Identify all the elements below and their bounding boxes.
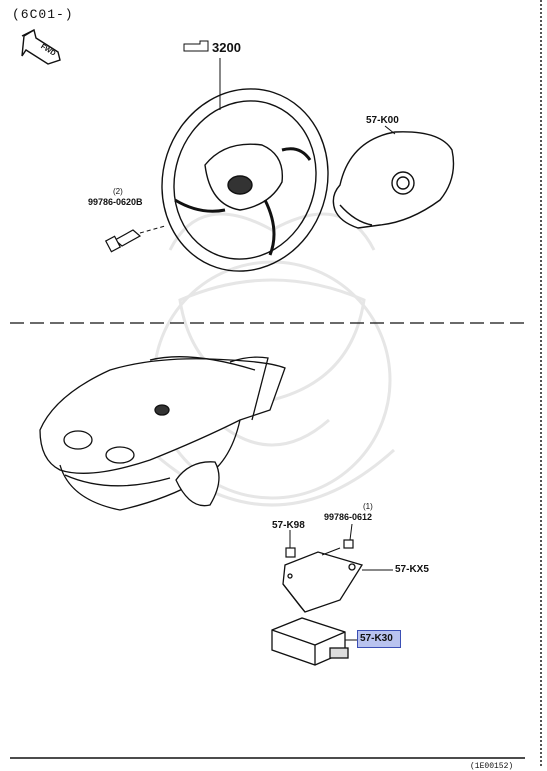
nut-drawing [285,547,296,558]
part-label-bolt-small[interactable]: 99786-0612 [324,512,373,522]
part-label-steering-wheel[interactable]: 3200 [212,40,241,55]
airbag-module-drawing [332,131,455,229]
bolt-small-drawing [321,539,354,556]
part-label-nut[interactable]: 57-K98 [272,520,305,531]
leader-line-k00 [384,125,396,135]
section-code: (6C01-) [12,7,74,22]
leader-line-bolt [139,225,166,234]
car-front-drawing [39,356,286,511]
bracket-drawing [282,551,364,613]
leader-line-0612 [349,523,353,541]
diagram-code: (1E00152) [470,762,514,771]
part-label-airbag-module[interactable]: 57-K00 [366,115,399,126]
part-label-control-unit-highlight[interactable]: 57-K30 [357,630,401,648]
part-qty-bolt: (2) [113,187,123,196]
pointing-hand-icon [183,40,209,52]
control-unit-drawing [271,617,349,666]
part-label-control-unit[interactable]: 57-K30 [360,633,393,644]
part-label-bracket[interactable]: 57-KX5 [395,564,429,575]
part-qty-nut: (1) [363,502,373,511]
fwd-arrow-icon [21,28,61,65]
bolt-drawing [104,229,142,253]
part-label-bolt[interactable]: 99786-0620B [88,197,143,207]
steering-wheel-drawing [161,88,329,272]
